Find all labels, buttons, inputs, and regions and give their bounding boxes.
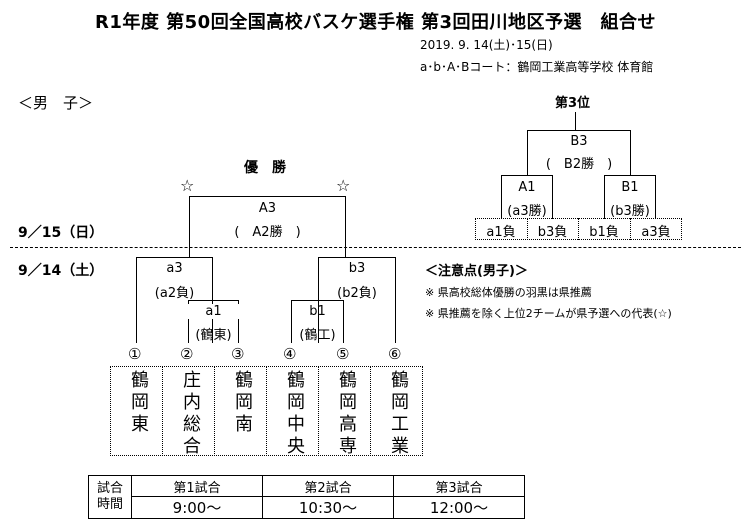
third-place-right-game: B1 <box>621 180 639 195</box>
section-label-boys: ＜男 子＞ <box>18 94 94 112</box>
team-name: 鶴岡東 <box>128 370 149 436</box>
final-game: A3 <box>258 201 277 216</box>
team-number: ⑥ <box>388 345 402 363</box>
team-name: 鶴岡工業 <box>388 370 409 458</box>
schedule-time: 9:00～ <box>131 496 263 519</box>
third-place-right-note: (b3勝) <box>610 204 650 219</box>
team-number: ② <box>180 345 194 363</box>
third-place-slot: a3負 <box>641 225 671 240</box>
third-place-label: 第3位 <box>555 96 591 111</box>
schedule-time: 10:30～ <box>262 496 394 519</box>
day2-label: 9／15（日） <box>18 225 104 241</box>
third-place-slot: b1負 <box>589 225 619 240</box>
team-number: ③ <box>231 345 245 363</box>
note-item: ※ 県高校総体優勝の羽黒は県推薦 <box>425 286 592 299</box>
semi-left-note: (a2負) <box>154 286 195 301</box>
first-round-right-note: (鶴工) <box>299 328 336 343</box>
team-name: 鶴岡中央 <box>284 370 305 458</box>
third-place-left-note: (a3勝) <box>507 204 547 219</box>
page-title: R1年度 第50回全国高校バスケ選手権 第3回田川地区予選 組合せ <box>95 12 656 33</box>
qualifier-star-icon: ☆ <box>180 176 195 195</box>
team-number: ① <box>128 345 142 363</box>
schedule-column-header: 第2試合 <box>262 475 394 497</box>
third-place-final-box <box>527 130 631 176</box>
schedule-column-header: 第3試合 <box>393 475 525 497</box>
third-place-final-note: ( B2勝 ) <box>545 157 613 172</box>
semi-left-game: a3 <box>166 261 183 276</box>
day1-label: 9／14（土） <box>18 263 104 279</box>
third-place-left-box <box>501 175 553 219</box>
third-place-final-game: B3 <box>570 134 588 149</box>
first-round-right-box <box>291 300 344 343</box>
first-round-left-note: (鶴東) <box>195 328 232 343</box>
event-date: 2019. 9. 14(土)･15(日) <box>420 38 553 52</box>
team-name: 鶴岡南 <box>232 370 253 436</box>
note-item: ※ 県推薦を除く上位2チームが県予選への代表(☆) <box>425 307 672 320</box>
team-number: ⑤ <box>336 345 350 363</box>
final-note: ( A2勝 ) <box>234 225 301 240</box>
semi-right-game: b3 <box>348 261 366 276</box>
third-place-right-box <box>604 175 656 219</box>
team-name: 庄内総合 <box>180 370 201 458</box>
venue: a･b･A･Bコート：鶴岡工業高等学校 体育館 <box>420 60 654 74</box>
schedule-column-header: 第1試合 <box>131 475 263 497</box>
schedule-time: 12:00～ <box>393 496 525 519</box>
third-place-slot: b3負 <box>537 225 568 240</box>
team-name: 鶴岡高専 <box>336 370 357 458</box>
first-round-left-game: a1 <box>188 304 239 319</box>
third-place-left-game: A1 <box>518 180 536 195</box>
notes-heading: ＜注意点(男子)＞ <box>425 264 528 279</box>
third-place-stem <box>575 112 576 131</box>
final-box <box>189 196 346 258</box>
third-place-slot: a1負 <box>486 225 516 240</box>
semi-right-note: (b2負) <box>337 286 377 301</box>
first-round-left-box <box>188 300 239 343</box>
schedule-table: 試合 時間 第1試合 第2試合 第3試合 9:00～ 10:30～ 12:00～ <box>88 475 525 519</box>
day-divider <box>10 247 741 248</box>
qualifier-star-icon: ☆ <box>336 176 351 195</box>
first-round-right-game: b1 <box>309 304 326 319</box>
champion-label: 優 勝 <box>244 160 286 176</box>
team-number: ④ <box>283 345 297 363</box>
schedule-row-header: 試合 時間 <box>88 475 132 519</box>
